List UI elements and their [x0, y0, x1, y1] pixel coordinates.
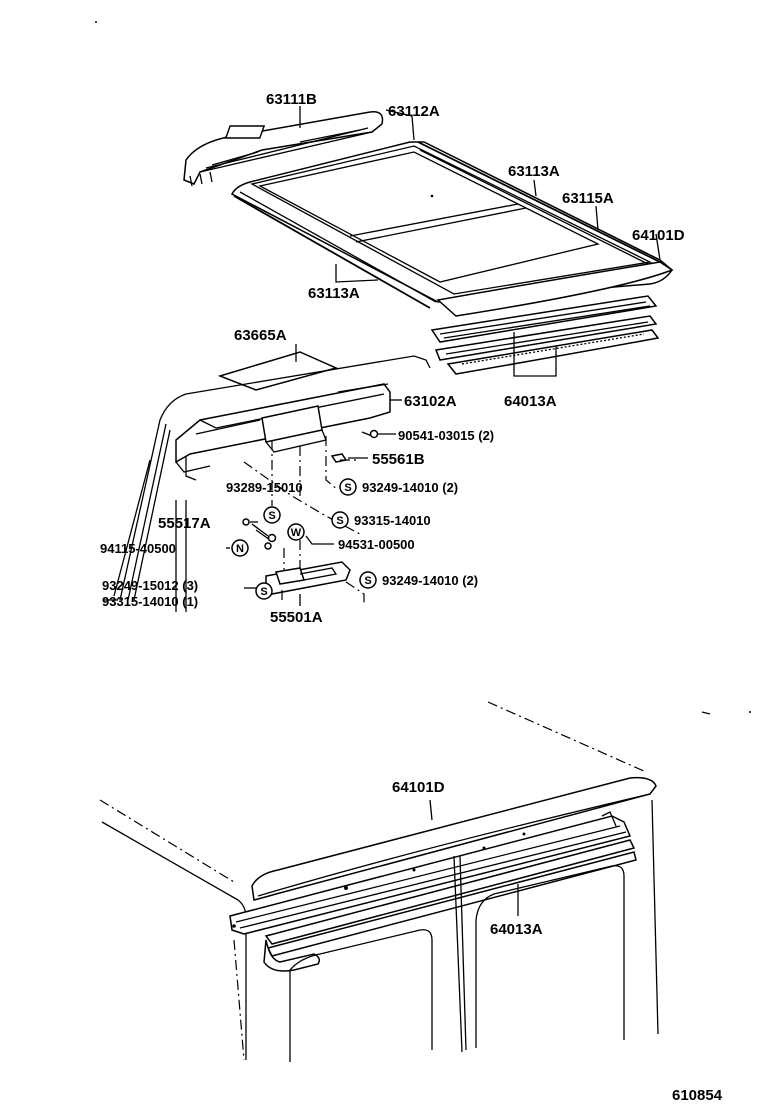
label-93249-14010-low: 93249-14010 (2): [382, 573, 478, 588]
label-63112a: 63112A: [388, 103, 440, 120]
svg-text:S: S: [268, 510, 275, 522]
svg-text:S: S: [336, 515, 343, 527]
svg-text:N: N: [236, 543, 244, 555]
leader-lines: [226, 106, 661, 916]
roof-rail-strips-top: [430, 295, 660, 375]
label-93315-14010-low: 93315-14010 (1): [102, 594, 198, 609]
label-64101d-bottom: 64101D: [392, 779, 445, 796]
label-93249-14010-mid: 93249-14010 (2): [362, 480, 458, 495]
label-64101d-top: 64101D: [632, 227, 685, 244]
label-93289-15010: 93289-15010: [226, 480, 303, 495]
s-symbol-2: S: [263, 506, 281, 524]
label-55517a: 55517A: [158, 515, 211, 532]
svg-text:W: W: [291, 527, 302, 539]
label-64013a-bottom: 64013A: [490, 921, 543, 938]
svg-text:S: S: [260, 586, 267, 598]
s-symbol-3: S: [331, 511, 349, 529]
part-labels: 63111B 63112A 63113A 63115A 64101D 63113…: [100, 91, 723, 1104]
label-90541-03015: 90541-03015 (2): [398, 428, 494, 443]
label-63115a: 63115A: [562, 190, 614, 207]
roof-lamp-mount: [224, 125, 266, 139]
s-symbol-5: S: [255, 582, 273, 600]
fastener-symbols: S S S W N S S: [231, 478, 377, 600]
vehicle-body-view: [99, 701, 711, 1062]
s-symbol-1: S: [339, 478, 357, 496]
label-63102a: 63102A: [404, 393, 457, 410]
label-pad: [217, 351, 339, 391]
label-55561b: 55561B: [372, 451, 425, 468]
label-55501a: 55501A: [270, 609, 323, 626]
svg-text:S: S: [344, 482, 351, 494]
n-symbol: N: [231, 539, 249, 557]
roof-panel-assembly: [183, 111, 674, 317]
label-63113a-right: 63113A: [508, 163, 560, 180]
svg-text:S: S: [364, 575, 371, 587]
inner-roof-assembly: [104, 351, 431, 612]
label-63111b: 63111B: [266, 91, 317, 108]
label-63113a-left: 63113A: [308, 285, 360, 302]
label-94115-40500: 94115-40500: [100, 541, 176, 556]
label-93315-14010-mid: 93315-14010: [354, 513, 431, 528]
label-63665a: 63665A: [234, 327, 287, 344]
figure-number: 610854: [672, 1087, 723, 1104]
label-64013a-top: 64013A: [504, 393, 557, 410]
label-94531-00500: 94531-00500: [338, 537, 415, 552]
s-symbol-4: S: [359, 571, 377, 589]
roof-main-panel: [230, 141, 673, 303]
w-symbol: W: [287, 523, 305, 541]
label-93249-15012: 93249-15012 (3): [102, 578, 198, 593]
